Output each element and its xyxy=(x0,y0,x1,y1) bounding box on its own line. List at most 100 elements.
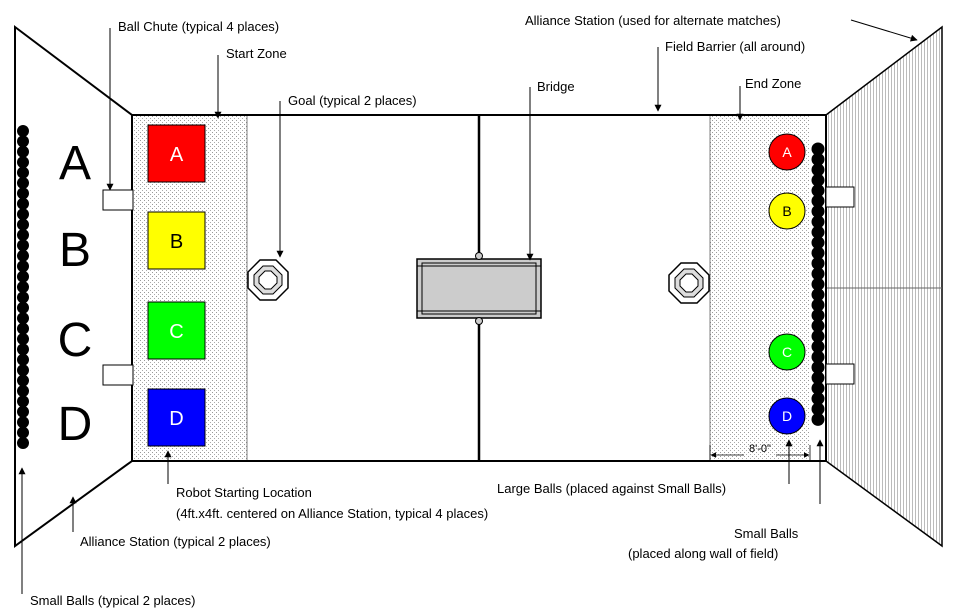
svg-text:8'-0": 8'-0" xyxy=(749,443,771,455)
small-ball xyxy=(811,308,825,322)
small-ball xyxy=(17,187,29,200)
small-ball xyxy=(811,236,825,250)
svg-text:C: C xyxy=(782,344,792,360)
small-ball xyxy=(17,197,29,210)
svg-text:D: D xyxy=(169,408,183,430)
small-ball xyxy=(811,215,825,229)
small-ball xyxy=(811,319,825,333)
small-ball xyxy=(811,298,825,312)
small-ball xyxy=(17,395,29,408)
label-robot-start-detail: (4ft.x4ft. centered on Alliance Station,… xyxy=(176,506,488,521)
small-ball xyxy=(811,350,825,364)
small-ball xyxy=(811,246,825,260)
small-ball xyxy=(811,288,825,302)
start-square-a: A xyxy=(147,124,206,183)
bridge xyxy=(416,252,542,325)
svg-text:C: C xyxy=(169,321,183,343)
small-ball xyxy=(17,135,29,148)
small-ball xyxy=(17,145,29,158)
label-start-zone: Start Zone xyxy=(226,46,287,61)
alliance-station-left xyxy=(14,24,133,548)
small-ball xyxy=(811,173,825,187)
small-balls-left xyxy=(17,125,29,449)
small-ball xyxy=(811,267,825,281)
small-ball xyxy=(17,301,29,314)
label-field-barrier: Field Barrier (all around) xyxy=(665,39,805,54)
goal-right xyxy=(668,262,710,304)
small-ball xyxy=(17,312,29,325)
large-ball-c: C xyxy=(768,333,806,371)
label-small-balls-wall-detail: (placed along wall of field) xyxy=(628,546,778,561)
small-ball xyxy=(811,381,825,395)
small-ball xyxy=(811,256,825,270)
small-ball xyxy=(17,343,29,356)
ball-chute xyxy=(825,186,855,208)
svg-text:B: B xyxy=(782,203,791,219)
svg-text:A: A xyxy=(782,144,792,160)
small-ball xyxy=(811,194,825,208)
small-ball xyxy=(811,360,825,374)
small-ball xyxy=(17,374,29,387)
label-large-balls: Large Balls (placed against Small Balls) xyxy=(497,481,726,496)
small-ball xyxy=(17,177,29,189)
small-ball xyxy=(811,152,825,166)
station-letter-a: A xyxy=(59,137,91,190)
small-ball xyxy=(17,125,29,137)
small-ball xyxy=(17,218,29,231)
small-ball xyxy=(17,405,29,418)
small-ball xyxy=(17,166,29,179)
station-letter-c: C xyxy=(58,314,93,367)
small-ball xyxy=(17,156,29,169)
small-ball xyxy=(17,322,29,335)
label-bridge: Bridge xyxy=(537,79,575,94)
small-ball xyxy=(17,437,29,449)
small-ball xyxy=(17,333,29,345)
small-ball xyxy=(17,291,29,304)
start-square-d: D xyxy=(147,388,206,447)
leader-lines xyxy=(18,19,918,594)
label-small-balls-wall: Small Balls xyxy=(734,526,799,541)
large-ball-b: B xyxy=(768,192,806,230)
start-square-c: C xyxy=(147,301,206,360)
start-square-b: B xyxy=(147,211,206,270)
svg-text:D: D xyxy=(782,408,792,424)
small-ball xyxy=(811,412,825,426)
small-ball xyxy=(17,364,29,377)
small-ball xyxy=(17,249,29,262)
small-ball xyxy=(811,142,825,156)
small-ball xyxy=(17,353,29,366)
small-ball xyxy=(17,229,29,241)
alliance-station-right xyxy=(825,25,943,548)
large-ball-a: A xyxy=(768,133,806,171)
small-ball xyxy=(811,277,825,291)
small-ball xyxy=(17,208,29,221)
small-ball xyxy=(17,239,29,252)
ball-chute xyxy=(825,363,855,385)
small-ball xyxy=(17,416,29,429)
svg-text:B: B xyxy=(170,231,183,253)
small-ball xyxy=(811,329,825,343)
small-ball xyxy=(17,281,29,293)
small-ball xyxy=(811,392,825,406)
small-ball xyxy=(811,225,825,239)
svg-text:A: A xyxy=(170,144,184,166)
small-ball xyxy=(811,402,825,416)
small-balls-right xyxy=(811,142,825,426)
small-ball xyxy=(17,426,29,439)
label-ball-chute: Ball Chute (typical 4 places) xyxy=(118,19,279,34)
small-ball xyxy=(17,270,29,283)
label-goal: Goal (typical 2 places) xyxy=(288,93,417,108)
small-ball xyxy=(811,204,825,218)
large-ball-d: D xyxy=(768,397,806,435)
label-small-balls-typical: Small Balls (typical 2 places) xyxy=(30,593,195,608)
label-end-zone: End Zone xyxy=(745,76,801,91)
label-robot-start: Robot Starting Location xyxy=(176,485,312,500)
small-ball xyxy=(17,385,29,397)
small-ball xyxy=(811,184,825,198)
station-letter-b: B xyxy=(59,224,91,277)
ball-chute xyxy=(102,189,134,211)
small-ball xyxy=(811,340,825,354)
ball-chute xyxy=(102,364,134,386)
dimension-8ft: 8'-0" xyxy=(709,443,811,461)
